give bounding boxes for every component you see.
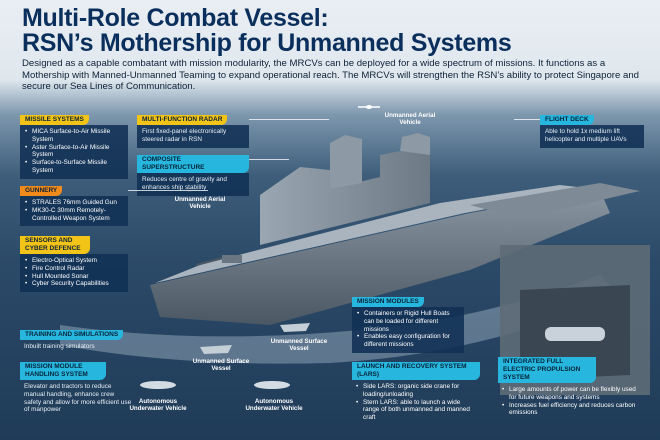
- flight-deck-header: FLIGHT DECK: [540, 115, 594, 125]
- auv-2-label: Autonomous Underwater Vehicle: [245, 398, 303, 413]
- propulsion-header: INTEGRATED FULL ELECTRIC PROPULSION SYST…: [498, 357, 596, 383]
- missile-systems-header: MISSILE SYSTEMS: [20, 115, 89, 125]
- uav-left-label: Unmanned Aerial Vehicle: [174, 196, 226, 211]
- missile-systems-list: MICA Surface-to-Air Missile System Aster…: [25, 128, 123, 175]
- title-line-2: RSN’s Mothership for Unmanned Systems: [22, 29, 512, 57]
- list-item: MICA Surface-to-Air Missile System: [25, 128, 123, 144]
- page-title: Multi-Role Combat Vessel: RSN’s Mothersh…: [22, 4, 512, 57]
- list-item: Large amounts of power can be flexibly u…: [502, 386, 639, 402]
- stern-boat: [545, 327, 605, 341]
- ship-wake: [60, 275, 620, 364]
- list-item: Aster Surface-to-Air Missile System: [25, 144, 123, 160]
- auv-1-label: Autonomous Underwater Vehicle: [129, 398, 187, 413]
- sensors-header: SENSORS AND CYBER DEFENCE: [20, 236, 90, 254]
- flight-deck: [470, 183, 640, 219]
- sensors-box: SENSORS AND CYBER DEFENCE Electro-Optica…: [20, 236, 128, 293]
- radar-header: MULTI-FUNCTION RADAR: [137, 115, 228, 125]
- lars-header: LAUNCH AND RECOVERY SYSTEM (LARS): [352, 362, 480, 380]
- gun-barrel: [195, 257, 223, 266]
- flight-deck-leader-line: [514, 119, 540, 120]
- usv-1-icon: [200, 345, 232, 354]
- superstructure-text: Reduces centre of gravity and enhances s…: [142, 176, 227, 191]
- propulsion-list: Large amounts of power can be flexibly u…: [502, 386, 639, 417]
- mission-modules-header: MISSION MODULES: [352, 297, 424, 307]
- lars-list: Side LARS: organic side crane for loadin…: [356, 383, 475, 422]
- mast-radar: [330, 135, 362, 189]
- usv-2-label: Unmanned Surface Vessel: [270, 338, 328, 353]
- uav-top-label: Unmanned Aerial Vehicle: [384, 112, 436, 127]
- flight-deck-box: FLIGHT DECK Able to hold 1x medium lift …: [540, 115, 644, 148]
- radar-text: First fixed-panel electronically steered…: [142, 128, 227, 143]
- list-item: Fire Control Radar: [25, 265, 123, 273]
- gunnery-header: GUNNERY: [20, 186, 63, 196]
- ship-illustration: [60, 105, 650, 395]
- usv-1-label: Unmanned Surface Vessel: [192, 358, 250, 373]
- training-header: TRAINING AND SIMULATIONS: [20, 330, 124, 340]
- handling-header: MISSION MODULE HANDLING SYSTEM: [20, 362, 106, 380]
- superstructure: [260, 151, 430, 245]
- list-item: MK30-C 30mm Remotely-Controlled Weapon S…: [25, 207, 123, 223]
- list-item: Surface-to-Surface Missile System: [25, 159, 123, 175]
- list-item: Cyber Security Capabilities: [25, 280, 123, 288]
- superstructure-leader-line: [249, 159, 289, 160]
- missile-systems-box: MISSILE SYSTEMS MICA Surface-to-Air Miss…: [20, 115, 128, 179]
- list-item: Increases fuel efficiency and reduces ca…: [502, 402, 639, 418]
- training-text: Inbuilt training simulators: [24, 343, 95, 350]
- handling-box: MISSION MODULE HANDLING SYSTEM Elevator …: [20, 362, 138, 418]
- title-line-1: Multi-Role Combat Vessel:: [22, 4, 329, 32]
- superstructure-header: COMPOSITE SUPERSTRUCTURE: [137, 155, 249, 173]
- uav-top-icon: [358, 105, 380, 109]
- auv-2-icon: [254, 381, 290, 389]
- gunnery-box: GUNNERY STRALES 76mm Guided Gun MK30-C 3…: [20, 186, 128, 227]
- list-item: Stern LARS: able to launch a wide range …: [356, 399, 475, 422]
- training-box: TRAINING AND SIMULATIONS Inbuilt trainin…: [20, 330, 138, 355]
- main-gun: [222, 255, 242, 263]
- mission-modules-list: Containers or Rigid Hull Boats can be lo…: [357, 310, 459, 349]
- list-item: STRALES 76mm Guided Gun: [25, 199, 123, 207]
- list-item: Side LARS: organic side crane for loadin…: [356, 383, 475, 399]
- radar-leader-line: [249, 119, 329, 120]
- intro-text: Designed as a capable combatant with mis…: [22, 58, 640, 92]
- sensors-list: Electro-Optical System Fire Control Rada…: [25, 257, 123, 288]
- list-item: Electro-Optical System: [25, 257, 123, 265]
- mission-modules-box: MISSION MODULES Containers or Rigid Hull…: [352, 297, 464, 353]
- propulsion-box: INTEGRATED FULL ELECTRIC PROPULSION SYST…: [498, 357, 644, 421]
- usv-2-icon: [280, 323, 310, 332]
- radar-box: MULTI-FUNCTION RADAR First fixed-panel e…: [137, 115, 249, 148]
- gunnery-list: STRALES 76mm Guided Gun MK30-C 30mm Remo…: [25, 199, 123, 222]
- handling-text: Elevator and tractors to reduce manual h…: [24, 383, 132, 414]
- gunnery-leader-line: [128, 190, 208, 191]
- superstructure-box: COMPOSITE SUPERSTRUCTURE Reduces centre …: [137, 155, 249, 196]
- flight-deck-text: Able to hold 1x medium lift helicopter a…: [545, 128, 627, 143]
- ship-hull: [150, 190, 610, 325]
- list-item: Containers or Rigid Hull Boats can be lo…: [357, 310, 459, 333]
- mast-aft: [400, 133, 430, 155]
- list-item: Hull Mounted Sonar: [25, 273, 123, 281]
- list-item: Enables easy configuration for different…: [357, 333, 459, 349]
- auv-1-icon: [140, 381, 176, 389]
- lars-box: LAUNCH AND RECOVERY SYSTEM (LARS) Side L…: [352, 362, 480, 426]
